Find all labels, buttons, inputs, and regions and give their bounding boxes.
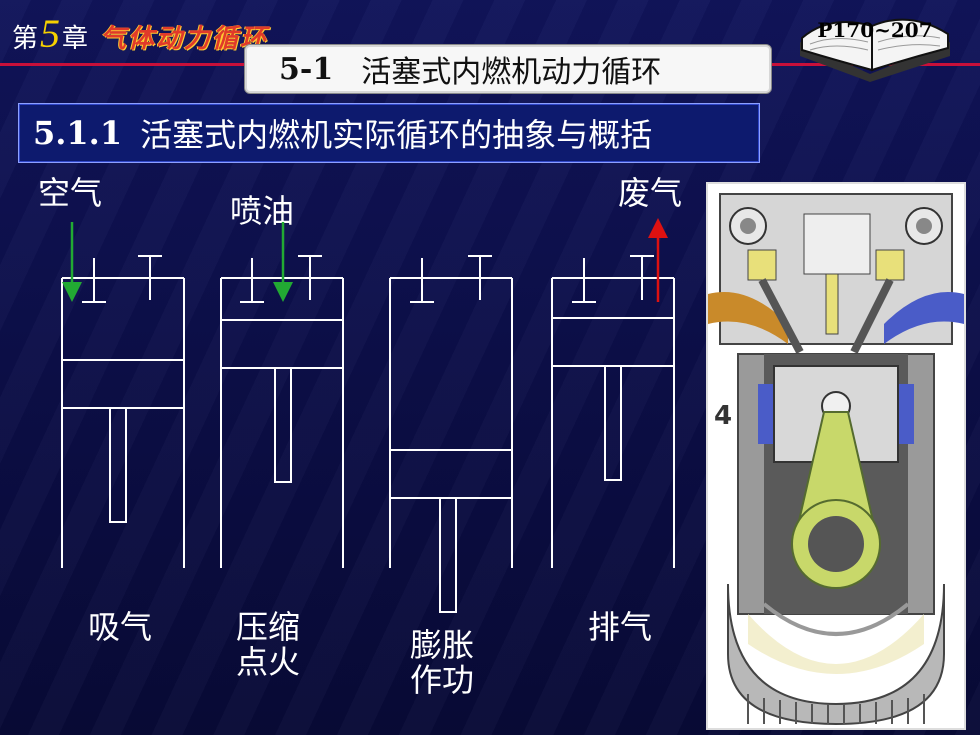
engine-cutaway-drawing: 4 bbox=[708, 184, 964, 728]
subsection-title-box: 5.1.1 活塞式内燃机实际循环的抽象与概括 bbox=[18, 103, 760, 163]
stroke-label-intake: 吸气 bbox=[88, 608, 153, 646]
stroke-label-expansion: 膨胀 作功 bbox=[410, 626, 475, 700]
cylinder-expansion bbox=[389, 255, 513, 613]
chapter-heading: 第 5 章 气体动力循环 bbox=[12, 14, 268, 55]
stroke-compression-line1: 压缩 bbox=[236, 608, 301, 646]
stroke-expansion-line1: 膨胀 bbox=[410, 626, 475, 664]
four-stroke-diagram bbox=[61, 218, 675, 613]
chapter-suffix: 章 bbox=[62, 24, 89, 54]
stroke-intake-line1: 吸气 bbox=[88, 608, 153, 646]
cylinder-intake bbox=[61, 255, 185, 568]
stroke-expansion-line2: 作功 bbox=[410, 661, 475, 700]
frame-label: 4 bbox=[714, 401, 732, 431]
cylinder-exhaust bbox=[551, 255, 675, 568]
cylinder-compression bbox=[220, 255, 344, 568]
open-book-icon bbox=[800, 18, 950, 82]
stroke-label-exhaust: 排气 bbox=[588, 608, 653, 646]
subsection-number: 5.1.1 bbox=[33, 114, 123, 152]
engine-cutaway-image: 4 bbox=[706, 182, 966, 730]
section-title: 活塞式内燃机动力循环 bbox=[361, 55, 662, 90]
label-exhaust-gas: 废气 bbox=[618, 174, 683, 212]
chapter-name: 气体动力循环 bbox=[100, 24, 269, 54]
section-number: 5-1 bbox=[279, 51, 334, 87]
chapter-number: 5 bbox=[40, 11, 61, 56]
stroke-label-compression: 压缩 点火 bbox=[236, 608, 301, 682]
subsection-title: 活塞式内燃机实际循环的抽象与概括 bbox=[140, 116, 653, 154]
label-air: 空气 bbox=[38, 174, 103, 212]
stroke-compression-line2: 点火 bbox=[236, 643, 301, 682]
chapter-prefix: 第 bbox=[12, 24, 39, 54]
page-reference: P170~207 bbox=[817, 18, 933, 42]
section-title-box: 5-1 活塞式内燃机动力循环 bbox=[244, 44, 772, 94]
stroke-exhaust-line1: 排气 bbox=[588, 608, 653, 646]
